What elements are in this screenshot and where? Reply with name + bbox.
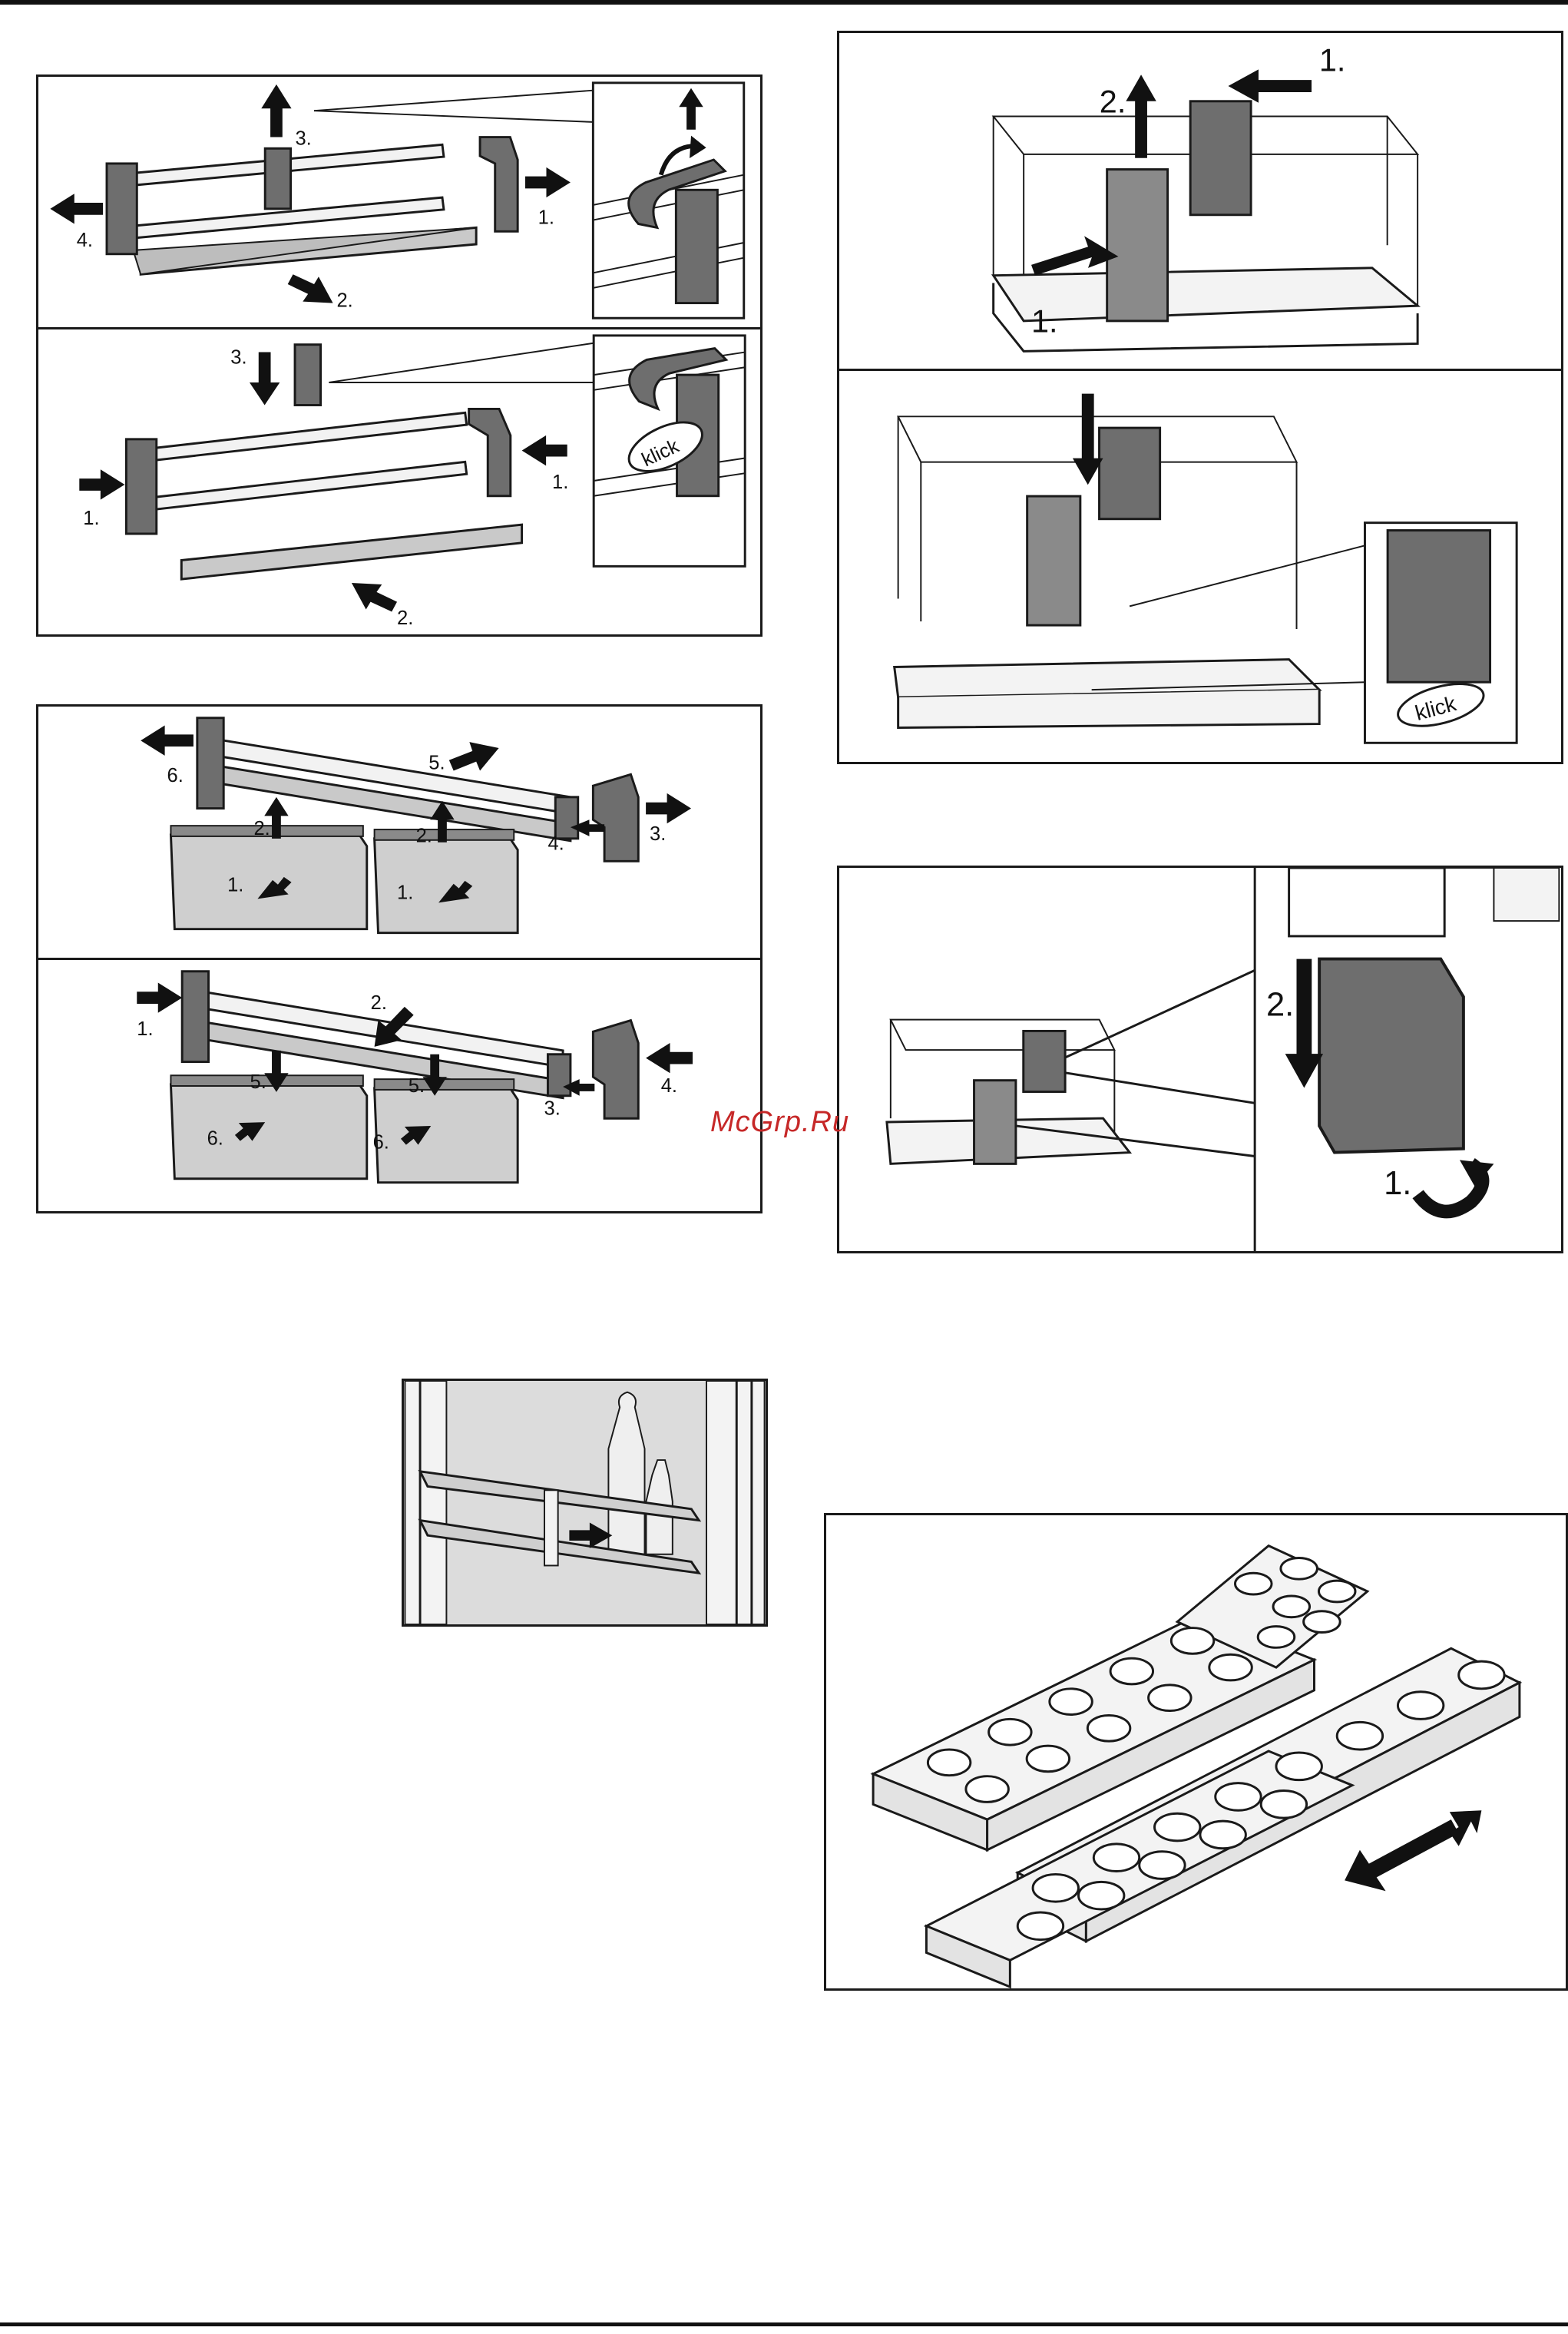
step-1-label: 1. <box>137 1018 153 1040</box>
arrow-down <box>250 353 280 406</box>
step-5-label: 5. <box>428 753 445 774</box>
drawer-install-illustration: 1. 2. 3. 4. 5. 5. 6. 6. <box>38 960 760 1211</box>
cover-install-illustration: klick <box>839 371 1561 762</box>
figure-shelf-removal: 3. 4. 1. 2. <box>36 74 762 329</box>
step-3-label: 3. <box>295 127 311 149</box>
step-1-right-label: 1. <box>397 882 413 903</box>
step-2-right-label: 2. <box>416 826 432 847</box>
figure-drawer-install: 1. 2. 3. 4. 5. 5. 6. 6. <box>36 958 762 1213</box>
arrow-right <box>79 469 124 499</box>
bottom-rule <box>0 2322 1568 2326</box>
step-1-right-label: 1. <box>552 472 568 493</box>
arrow-down-right <box>288 274 333 303</box>
arrow-right <box>646 793 691 823</box>
flap-illustration: 2. 1. <box>839 868 1561 1251</box>
step-1-left-label: 1. <box>227 875 243 896</box>
step-2-left-label: 2. <box>253 818 270 839</box>
top-rule <box>0 0 1568 5</box>
step-1-label: 1. <box>1384 1165 1411 1202</box>
figure-shelf-install: klick 3. 1. 1. 2. <box>36 327 762 637</box>
step-2-label: 2. <box>371 992 387 1014</box>
arrow-right-up <box>1031 236 1118 275</box>
step-3-label: 3. <box>230 346 246 368</box>
double-arrow <box>1345 1810 1481 1891</box>
step-2-label: 2. <box>1266 987 1294 1024</box>
step-2-label: 2. <box>337 290 353 311</box>
arrow-up-right <box>449 742 499 770</box>
step-3-label: 3. <box>650 823 666 845</box>
arrow-left <box>1229 69 1312 102</box>
watermark: McGrp.Ru <box>710 1106 849 1139</box>
door-shelf-illustration <box>404 1381 766 1624</box>
step-2-label: 2. <box>397 608 413 629</box>
step-4-label: 4. <box>547 833 564 855</box>
figure-cover-install: klick <box>837 369 1563 764</box>
arrow-left <box>50 194 103 223</box>
step-6-label: 6. <box>167 765 184 786</box>
step-1-left-label: 1. <box>83 508 99 529</box>
shelf-install-illustration: klick 3. 1. 1. 2. <box>38 329 760 634</box>
cover-removal-illustration: 1. 2. 1. <box>839 33 1561 370</box>
figure-egg-tray <box>824 1513 1568 1991</box>
step-1-bottom-label: 1. <box>1031 303 1058 339</box>
arrow-left <box>646 1043 693 1073</box>
arrow-up-left <box>352 583 397 611</box>
step-4-label: 4. <box>77 230 93 251</box>
egg-tray-illustration <box>826 1515 1566 1988</box>
step-5-right-label: 5. <box>409 1075 425 1097</box>
arrow-right <box>137 982 182 1012</box>
figure-drawer-removal: 6. 5. 3. 4. 2. 2. 1. 1. <box>36 704 762 960</box>
step-6-left-label: 6. <box>207 1128 223 1150</box>
figure-flap: 2. 1. <box>837 866 1563 1253</box>
step-2-label: 2. <box>1100 84 1126 120</box>
arrow-left <box>522 435 567 465</box>
step-5-left-label: 5. <box>250 1071 266 1093</box>
step-6-right-label: 6. <box>373 1131 389 1153</box>
drawer-removal-illustration: 6. 5. 3. 4. 2. 2. 1. 1. <box>38 707 760 958</box>
shelf-removal-illustration: 3. 4. 1. 2. <box>38 77 760 327</box>
step-3-label: 3. <box>544 1097 561 1119</box>
arrow-right <box>525 167 571 197</box>
step-1-top-label: 1. <box>1319 41 1346 78</box>
figure-cover-removal: 1. 2. 1. <box>837 31 1563 372</box>
step-1-label: 1. <box>538 207 554 228</box>
arrow-left <box>141 726 194 756</box>
step-4-label: 4. <box>661 1075 677 1097</box>
figure-door-shelf <box>402 1379 768 1627</box>
arrow-up <box>261 84 291 137</box>
